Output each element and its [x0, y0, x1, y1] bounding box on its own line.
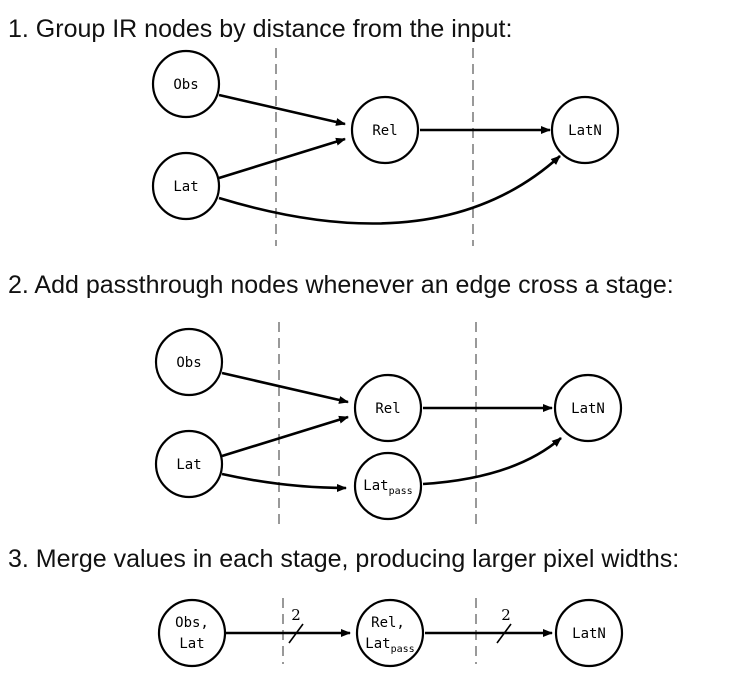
step-2-node-obs-label: Obs — [176, 355, 201, 371]
step-3-node-rel-latpass-line1: Rel, — [371, 615, 405, 631]
step-1-node-latn-label: LatN — [568, 123, 602, 139]
step-2-section: 2. Add passthrough nodes whenever an edg… — [8, 271, 674, 526]
step-1-edge-lat-rel — [218, 137, 346, 180]
step-3-width-slash-1 — [288, 623, 304, 644]
step-2-node-latpass: Latpass — [353, 451, 423, 521]
step-2-edge-lat-rel — [221, 415, 349, 458]
step-1-edge-lat-latn — [218, 155, 561, 225]
step-2-edge-lat-latpass — [221, 472, 347, 492]
step-1-node-obs-label: Obs — [173, 77, 198, 93]
step-1-node-lat-label: Lat — [173, 179, 198, 195]
step-3-node-latn-label: LatN — [572, 626, 606, 642]
step-2-node-latpass-label: Latpass — [363, 478, 412, 497]
step-2-node-latn-label: LatN — [571, 401, 605, 417]
step-3-node-obs-lat-line2: Lat — [179, 636, 204, 652]
step-2-node-lat: Lat — [154, 429, 224, 499]
step-3-width-slash-2 — [496, 623, 512, 644]
step-2-node-lat-label: Lat — [176, 457, 201, 473]
step-2-node-latn: LatN — [553, 373, 623, 443]
step-2-edge-obs-rel — [221, 371, 349, 404]
step-2-edge-latpass-latn — [422, 437, 562, 486]
step-3-section: 3. Merge values in each stage, producing… — [8, 545, 679, 668]
step-1-node-lat: Lat — [151, 151, 221, 221]
step-2-heading: 2. Add passthrough nodes whenever an edg… — [8, 271, 674, 299]
step-2-node-rel-label: Rel — [375, 401, 400, 417]
step-3-width-label-2: 2 — [501, 606, 511, 624]
step-1-node-rel-label: Rel — [372, 123, 397, 139]
step-3-node-obs-lat-line1: Obs, — [175, 615, 209, 631]
step-1-node-rel: Rel — [350, 95, 420, 165]
step-1-node-latn: LatN — [550, 95, 620, 165]
step-1-heading: 1. Group IR nodes by distance from the i… — [8, 15, 512, 43]
step-3-node-obs-lat: Obs, Lat — [157, 598, 227, 668]
step-2-node-rel: Rel — [353, 373, 423, 443]
step-3-node-rel-latpass-line2: Latpass — [365, 636, 414, 655]
step-1-edge-obs-rel — [218, 93, 346, 126]
step-3-heading: 3. Merge values in each stage, producing… — [8, 545, 679, 573]
step-1-section: 1. Group IR nodes by distance from the i… — [8, 15, 620, 246]
step-3-width-label-1: 2 — [291, 606, 301, 624]
step-2-node-obs: Obs — [154, 327, 224, 397]
step-3-node-latn: LatN — [554, 598, 624, 668]
step-1-node-obs: Obs — [151, 49, 221, 119]
step-3-node-rel-latpass: Rel, Latpass — [355, 598, 425, 668]
